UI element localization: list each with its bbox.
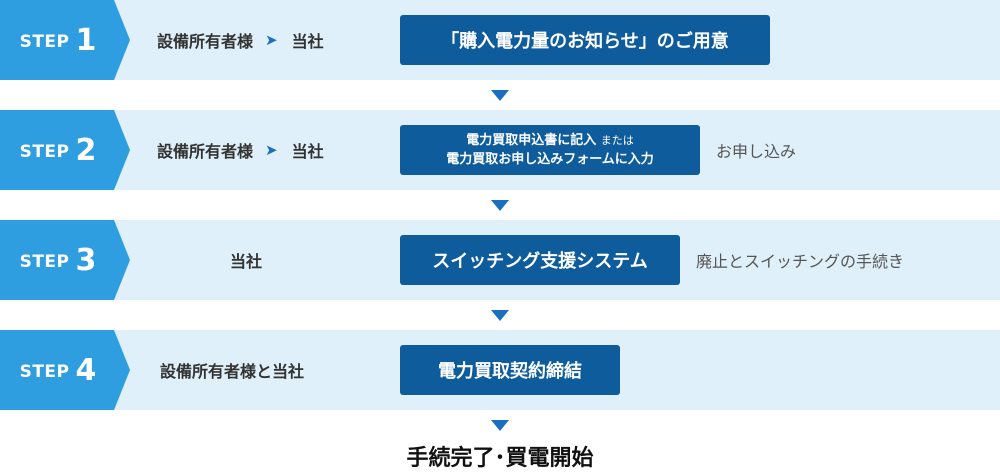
action-label: スイッチング支援システム xyxy=(432,251,648,272)
step-4-tab: STEP 4 xyxy=(0,330,130,410)
step-number: 3 xyxy=(75,242,97,278)
down-arrow-icon xyxy=(491,310,509,321)
down-arrow-icon xyxy=(491,90,509,101)
actor-to: 当社 xyxy=(291,142,324,161)
step-2-tab: STEP 2 xyxy=(0,110,130,190)
down-arrow-icon xyxy=(491,420,509,431)
down-arrow-icon xyxy=(491,200,509,211)
actor-to: 当社 xyxy=(291,32,324,51)
step-3-action-button[interactable]: スイッチング支援システム xyxy=(400,235,680,285)
action-label: 「購入電力量のお知らせ」のご用意 xyxy=(441,31,729,52)
step-word: STEP xyxy=(19,142,70,162)
step-word: STEP xyxy=(19,252,70,272)
step-1-row: STEP 1 設備所有者様 ➤ 当社 「購入電力量のお知らせ」のご用意 xyxy=(0,0,1000,80)
step-number: 4 xyxy=(75,352,97,388)
step-number: 2 xyxy=(75,132,97,168)
step-2-actors: 設備所有者様 ➤ 当社 xyxy=(157,110,324,190)
step-1-tab: STEP 1 xyxy=(0,0,130,80)
actor-from: 設備所有者様 xyxy=(157,142,254,161)
step-4-row: STEP 4 設備所有者様と当社 電力買取契約締結 xyxy=(0,330,1000,410)
step-2-note: お申し込み xyxy=(716,142,797,161)
step-2-row: STEP 2 設備所有者様 ➤ 当社 電力買取申込書に記入 または 電力買取お申… xyxy=(0,110,1000,190)
step-3-actor: 当社 xyxy=(230,220,262,300)
step-3-row: STEP 3 当社 スイッチング支援システム 廃止とスイッチングの手続き xyxy=(0,220,1000,300)
arrow-right-icon: ➤ xyxy=(265,31,278,49)
actor-from: 設備所有者様 xyxy=(157,32,254,51)
arrow-right-icon: ➤ xyxy=(265,141,278,159)
action-line-1: 電力買取申込書に記入 または xyxy=(466,131,634,150)
action-label: 電力買取契約締結 xyxy=(438,361,582,382)
actor: 当社 xyxy=(230,252,263,271)
step-1-action-button[interactable]: 「購入電力量のお知らせ」のご用意 xyxy=(400,15,770,65)
step-word: STEP xyxy=(19,32,70,52)
action-or-text: または xyxy=(600,134,634,147)
action-line-1-text: 電力買取申込書に記入 xyxy=(466,133,597,148)
final-result-text: 手続完了･買電開始 xyxy=(406,446,594,471)
actor: 設備所有者様と当社 xyxy=(160,362,305,381)
step-number: 1 xyxy=(75,22,97,58)
step-4-action-button[interactable]: 電力買取契約締結 xyxy=(400,345,620,395)
step-3-tab: STEP 3 xyxy=(0,220,130,300)
step-word: STEP xyxy=(19,362,70,382)
action-line-2: 電力買取お申し込みフォームに入力 xyxy=(446,152,654,167)
step-3-note: 廃止とスイッチングの手続き xyxy=(696,252,905,271)
step-1-actors: 設備所有者様 ➤ 当社 xyxy=(157,0,324,80)
step-2-action-button[interactable]: 電力買取申込書に記入 または 電力買取お申し込みフォームに入力 xyxy=(400,125,700,175)
step-4-actor: 設備所有者様と当社 xyxy=(160,330,304,410)
